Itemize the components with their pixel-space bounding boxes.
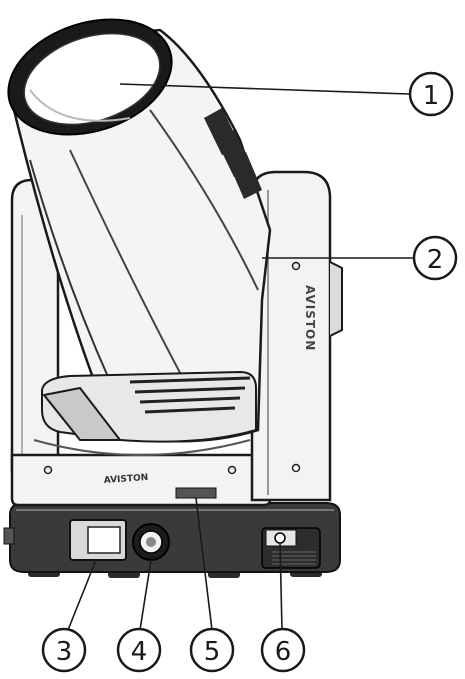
leader-6 <box>279 542 283 631</box>
svg-text:5: 5 <box>204 637 221 667</box>
display-screen <box>87 526 121 554</box>
svg-text:4: 4 <box>131 637 148 667</box>
leader-3 <box>67 559 97 631</box>
yoke-screw-right <box>227 465 237 475</box>
svg-text:2: 2 <box>427 245 444 275</box>
base <box>3 502 341 578</box>
yoke-right-screw-top <box>291 261 301 271</box>
brand-label: AVISTON <box>104 473 149 486</box>
callout-3: 3 <box>41 627 87 673</box>
callouts: 1 2 3 4 5 6 <box>41 71 458 673</box>
rear-connector-grille <box>272 551 316 565</box>
callout-1: 1 <box>408 71 454 117</box>
callout-5: 5 <box>189 627 235 673</box>
cooling-fins <box>204 108 262 199</box>
base-side-connector <box>3 527 15 545</box>
yoke-right-screw-bottom <box>291 463 301 473</box>
leader-5 <box>195 497 213 631</box>
yoke-bottom-curve <box>33 439 251 456</box>
lower-left-block <box>42 386 123 441</box>
side-label: AVISTON <box>303 285 317 351</box>
svg-text:1: 1 <box>423 81 440 111</box>
yoke-screw-left <box>43 465 53 475</box>
leader-1 <box>119 83 410 95</box>
yoke: AVISTON AVISTON <box>10 170 343 507</box>
head <box>7 18 272 443</box>
leader-4 <box>139 559 152 631</box>
callout-4: 4 <box>116 627 162 673</box>
callout-leaders <box>67 83 413 631</box>
svg-text:3: 3 <box>56 637 73 667</box>
yoke-side-handle <box>329 261 343 337</box>
svg-text:6: 6 <box>275 637 292 667</box>
rear-connector-port <box>274 532 286 544</box>
yoke-label-plate <box>175 487 217 499</box>
lens-shading <box>29 89 131 122</box>
callout-2: 2 <box>412 235 458 281</box>
callout-6: 6 <box>260 627 306 673</box>
control-knob-center <box>146 537 156 547</box>
lens-ring-inner <box>23 32 161 126</box>
lower-vents <box>129 376 251 414</box>
head-barrel-line-right <box>149 109 259 291</box>
